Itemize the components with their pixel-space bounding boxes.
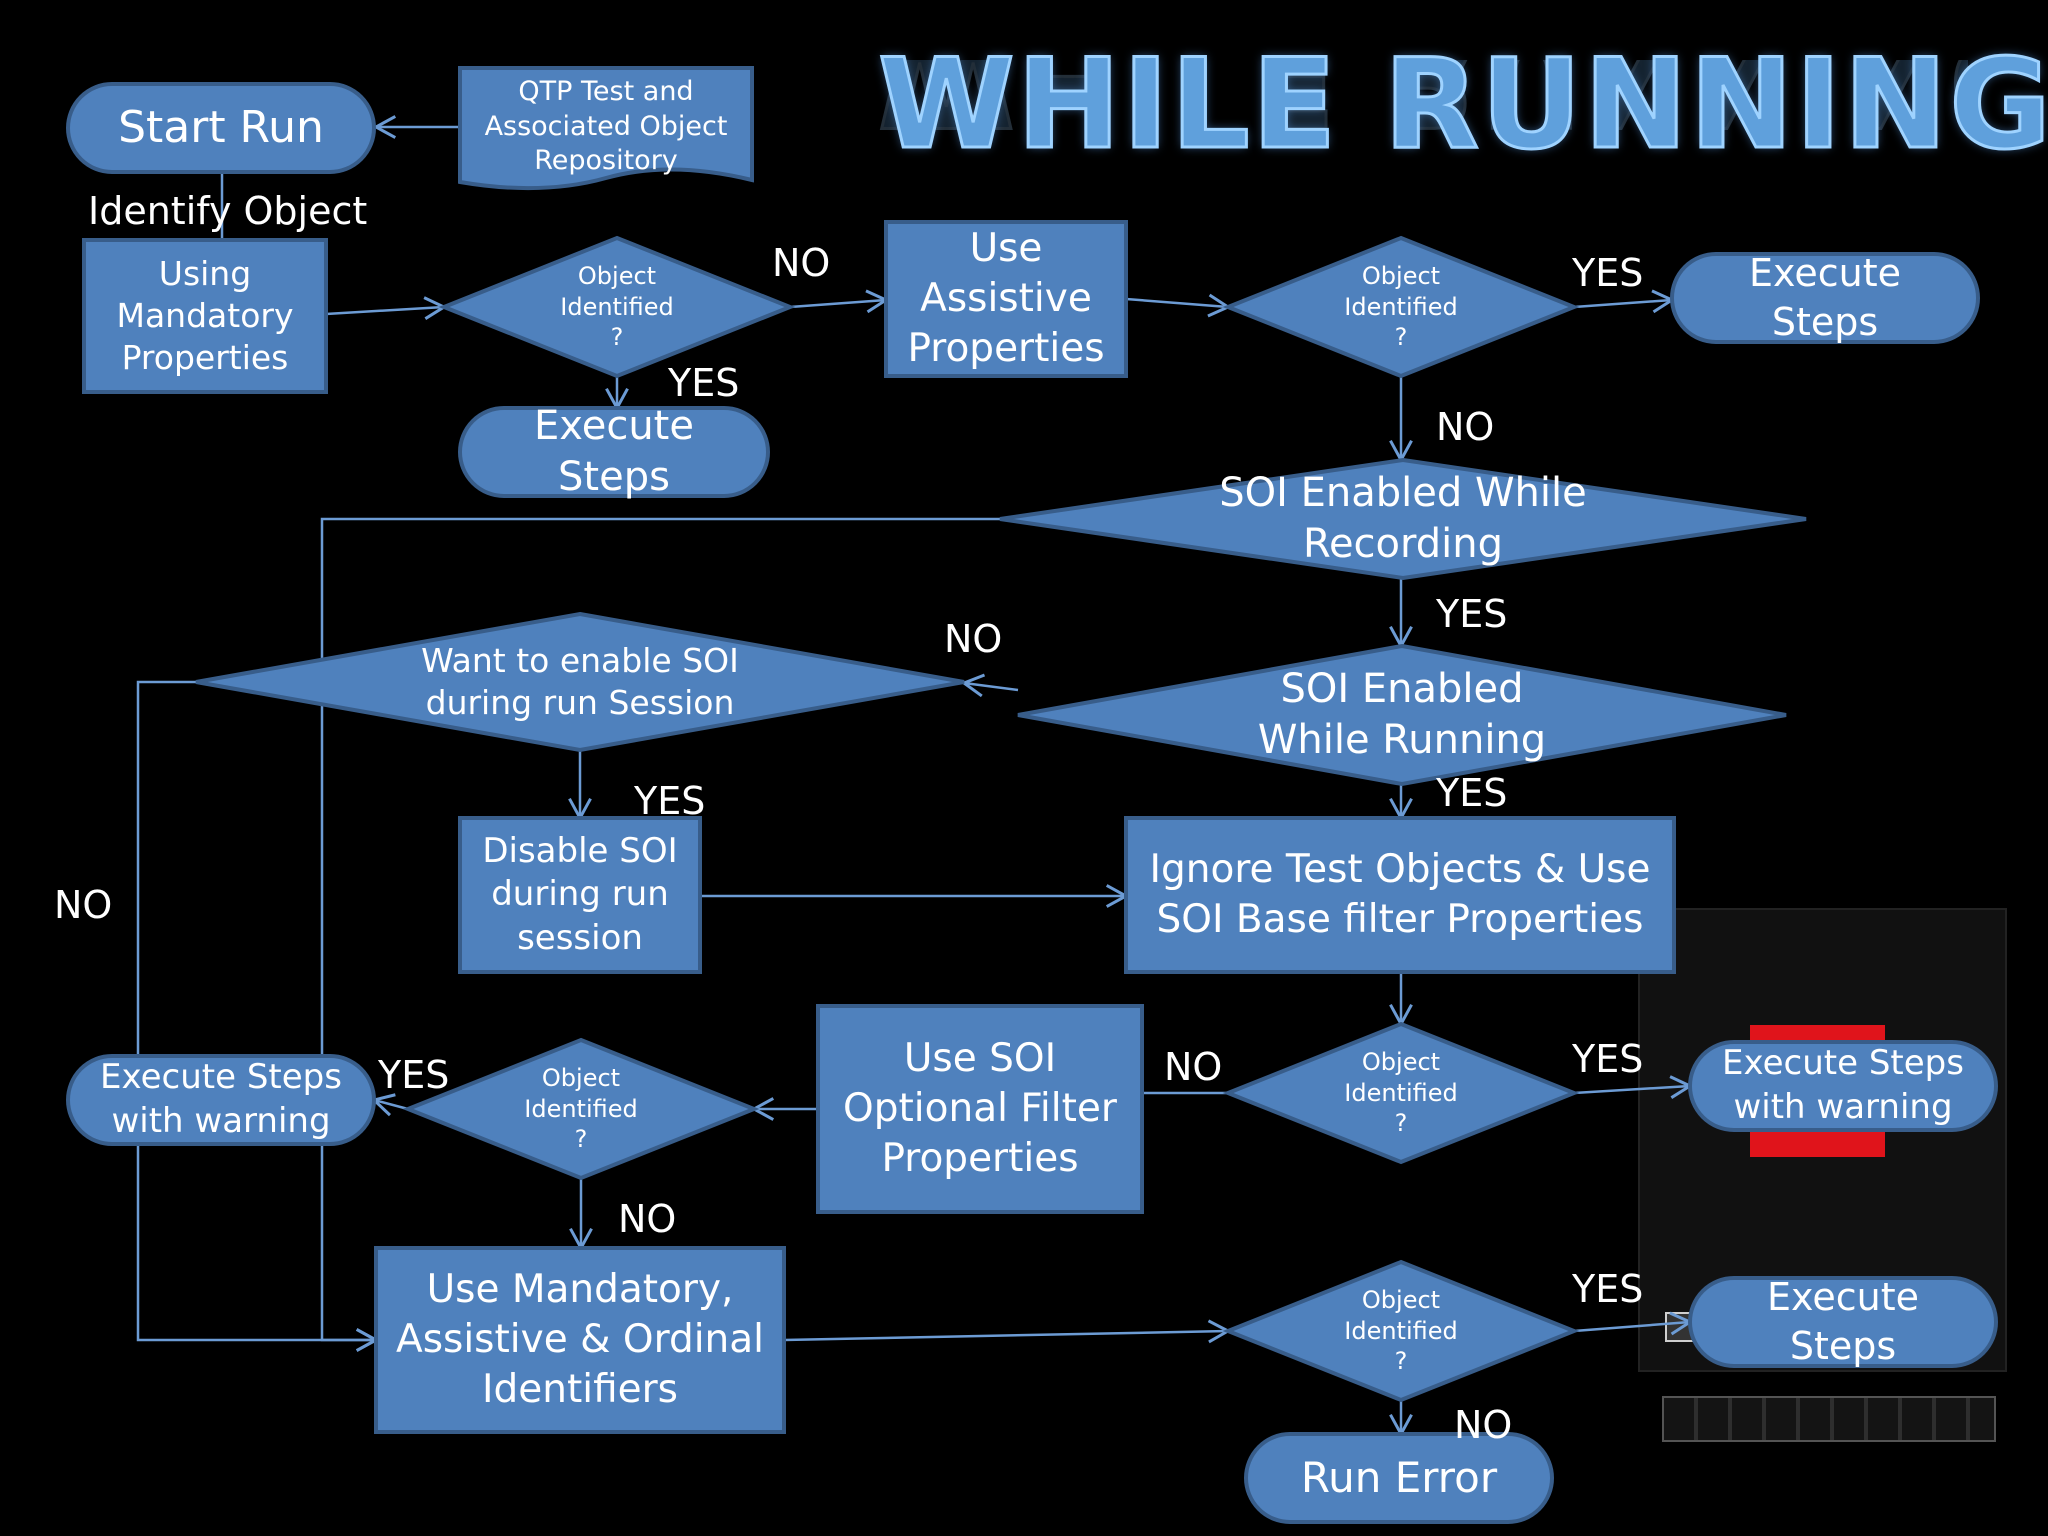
edge-want-loop (136, 680, 376, 1342)
diagram-title: WHILE RUNNING (877, 33, 2048, 177)
edge-label-identify: Identify Object (88, 189, 368, 233)
edge-d1-assistive (789, 298, 887, 309)
edge-label-d3-no: NO (1164, 1045, 1223, 1089)
node-d5-shape (1222, 1259, 1580, 1403)
node-execute1-shape (458, 406, 770, 498)
edge-label-d2-no: NO (1436, 405, 1495, 449)
edge-label-d5-yes: YES (1572, 1267, 1644, 1311)
node-assistive-shape (884, 220, 1128, 378)
node-want-soi-shape (195, 611, 965, 753)
edge-label-run-yes: YES (1436, 771, 1508, 815)
node-soi-recording-shape (999, 457, 1807, 581)
node-ignore-shape (1124, 816, 1676, 974)
edge-label-left-no: NO (54, 883, 113, 927)
node-d2-shape (1222, 235, 1580, 379)
node-d1-shape (438, 235, 796, 379)
edge-d5-execute3 (1573, 1320, 1691, 1333)
edge-label-d1-yes: YES (668, 361, 740, 405)
edge-assistive-d2 (1125, 297, 1229, 309)
edge-d3-warnr (1573, 1084, 1691, 1095)
edge-label-rec-yes: YES (1436, 592, 1508, 636)
edge-label-d5-no: NO (1454, 1403, 1513, 1447)
background-watermark (1662, 1396, 1996, 1442)
node-disable-soi-shape (458, 816, 702, 974)
node-execute-warn-l-shape (66, 1054, 376, 1146)
node-error-shape (1244, 1432, 1554, 1524)
node-d3-shape (1222, 1021, 1580, 1165)
edge-label-want-yes: YES (634, 779, 706, 823)
edge-label-d4-no: NO (618, 1197, 677, 1241)
node-execute3-shape (1688, 1276, 1998, 1368)
node-start-shape (66, 82, 376, 174)
edge-label-d4-yes: YES (378, 1053, 450, 1097)
node-qtp-shape (458, 66, 754, 191)
node-mandatory-shape (82, 238, 328, 394)
node-ordinal-shape (374, 1246, 786, 1434)
edge-label-d2-yes: YES (1572, 251, 1644, 295)
node-execute2-shape (1670, 252, 1980, 344)
edge-d4-warnl (373, 1098, 409, 1111)
edge-label-d1-no: NO (772, 241, 831, 285)
edge-qtp-start-arrowhead (372, 115, 397, 139)
edge-mandatory-d1 (325, 305, 445, 316)
edge-label-run-no: NO (944, 617, 1003, 661)
node-optional-shape (816, 1004, 1144, 1214)
edge-ordinal-d5 (783, 1329, 1229, 1342)
edge-d2-execute2 (1573, 298, 1673, 309)
node-d4-shape (402, 1037, 760, 1181)
edge-label-d3-yes: YES (1572, 1037, 1644, 1081)
edge-soirun-want (963, 681, 1019, 692)
node-soi-running-shape (1017, 643, 1787, 787)
node-execute-warn-r-shape (1688, 1040, 1998, 1132)
